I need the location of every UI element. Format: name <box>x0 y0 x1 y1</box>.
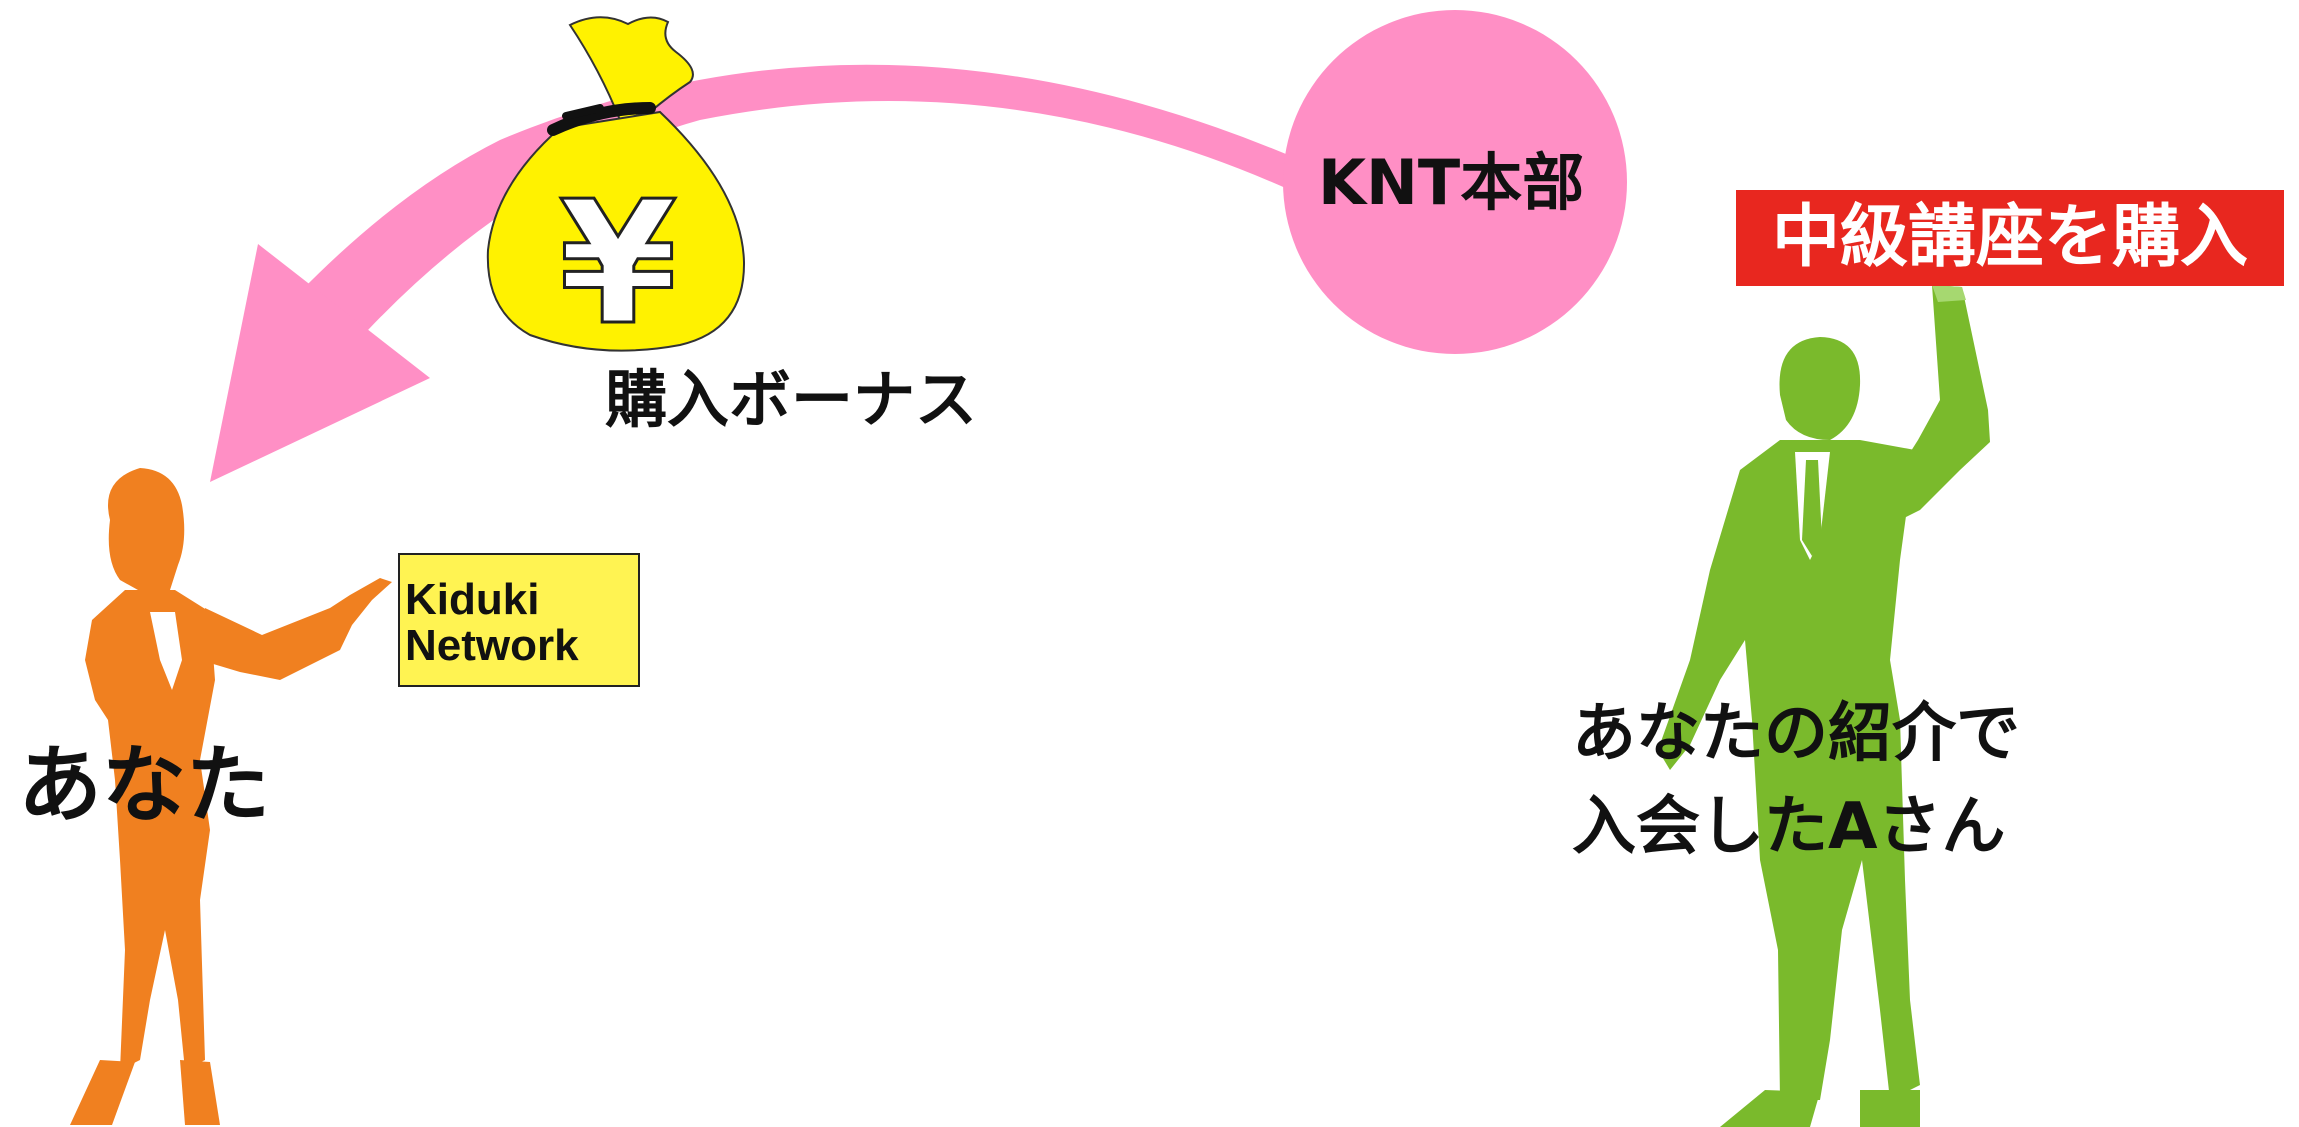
logo-line-1: Kiduki <box>405 575 540 624</box>
friend-label-line-1: あなたの紹介で <box>1572 697 2020 771</box>
purchase-banner: 中級講座を購入 <box>1736 190 2284 286</box>
yen-symbol: ¥ <box>559 165 677 363</box>
logo-line-2: Network <box>405 621 579 670</box>
yen-money-bag-icon: ¥ <box>486 16 746 365</box>
businesswoman-pointing-silhouette-icon <box>70 468 392 1125</box>
hq-label: KNT本部 <box>1318 146 1585 219</box>
you-label: あなた <box>18 736 271 834</box>
kiduki-network-logo: Kiduki Network <box>398 553 640 687</box>
friend-label: あなたの紹介で 入会したAさん <box>1572 688 2132 874</box>
purchase-bonus-label: 購入ボーナス <box>605 363 978 436</box>
friend-label-line-2: 入会したAさん <box>1572 789 2006 864</box>
hq-circle <box>1283 10 1627 354</box>
businessman-raising-hand-silhouette-icon <box>1658 285 1990 1127</box>
